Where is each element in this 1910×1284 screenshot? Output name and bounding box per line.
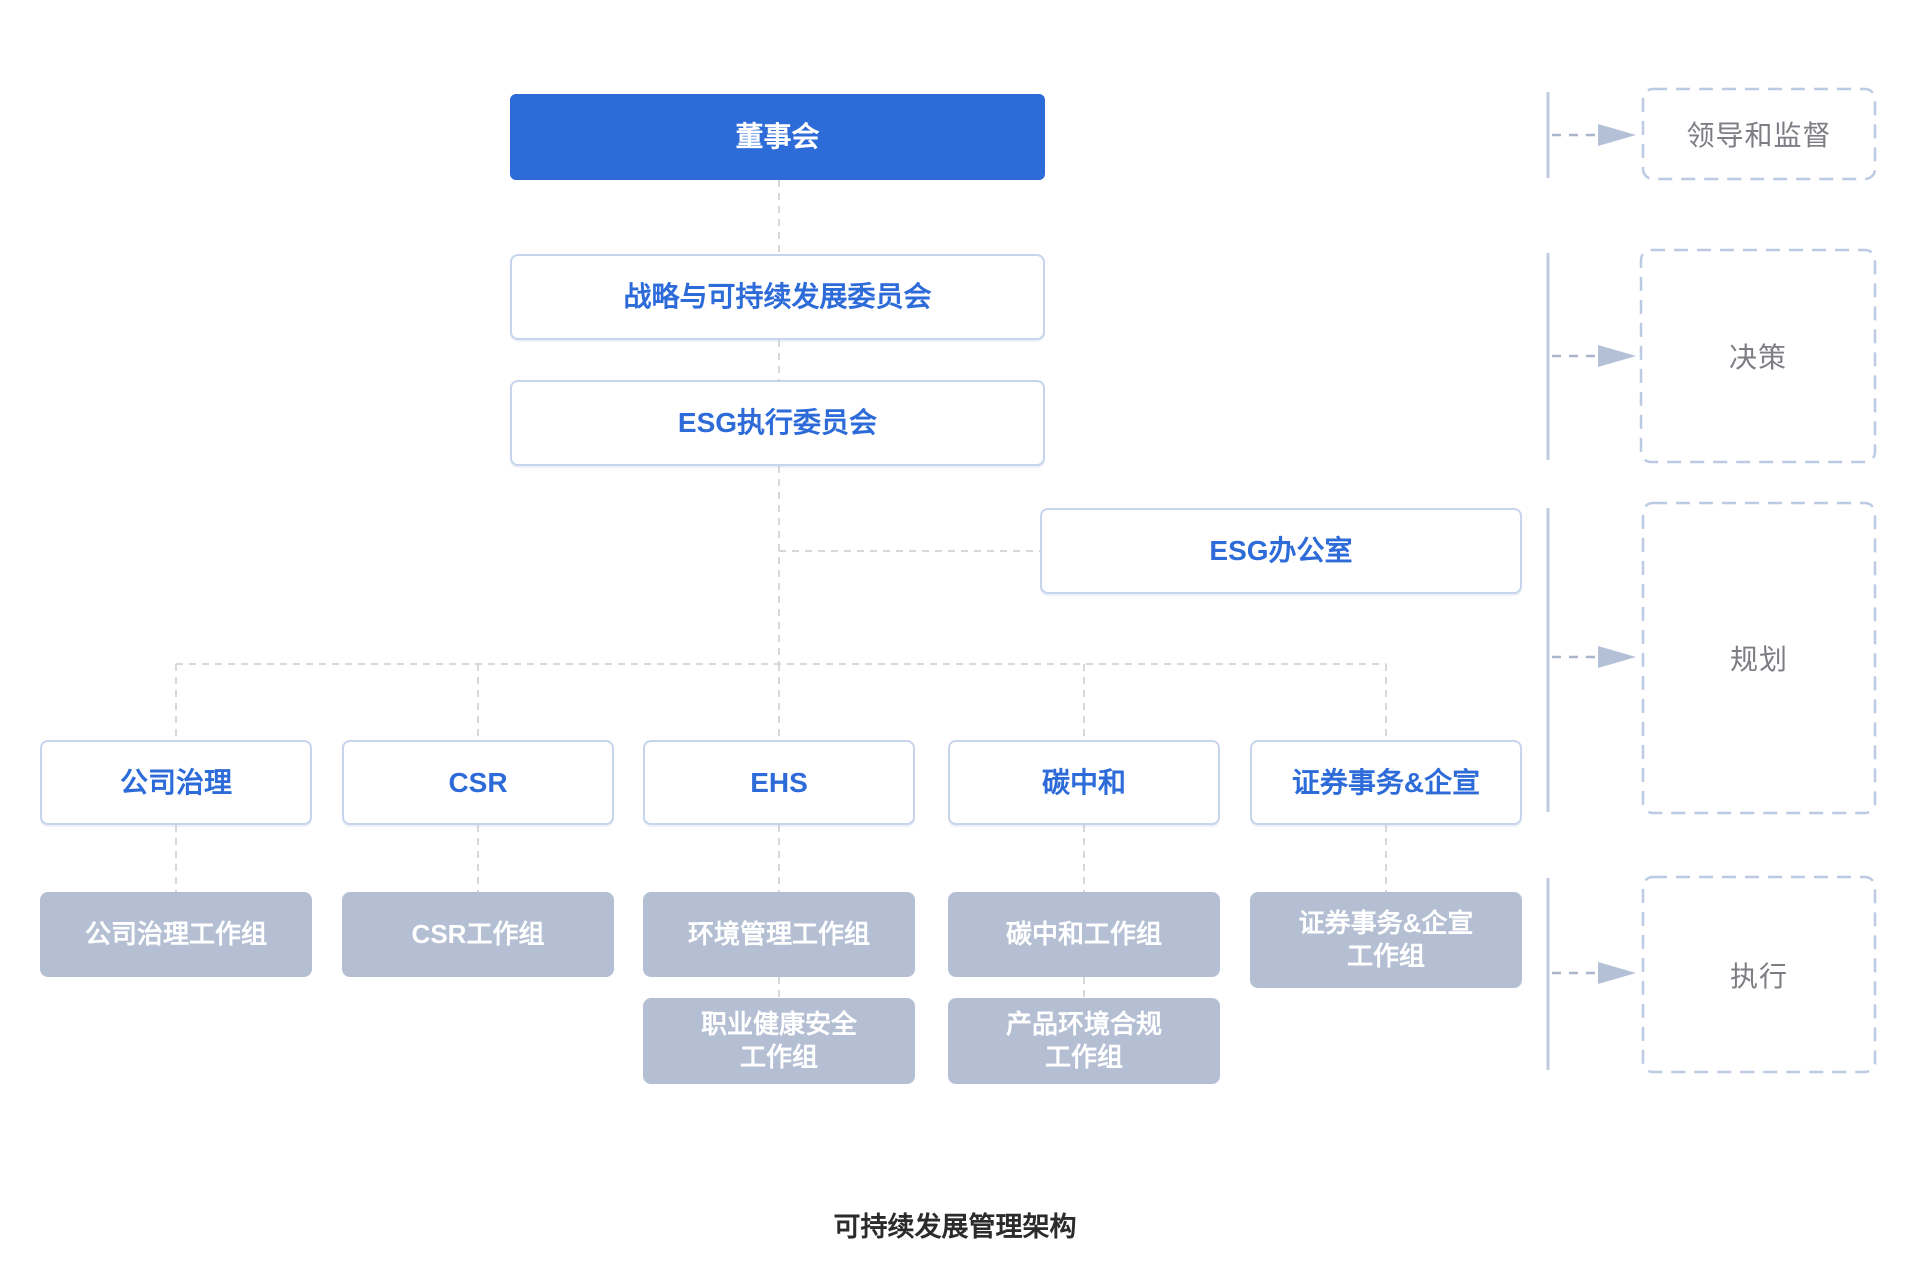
stage-box-execution: 执行 — [1729, 960, 1788, 992]
workgroup-box-product-compliance: 产品环境合规 工作组 — [948, 998, 1220, 1084]
stage-arrow-shafts — [1552, 133, 1598, 975]
committee-box-esg-exec: ESG执行委员会 — [510, 380, 1045, 466]
stage-box-leadership: 领导和监督 — [1686, 120, 1832, 151]
committee-box-strategy: 战略与可持续发展委员会 — [510, 254, 1045, 340]
workgroup-box-environment: 环境管理工作组 — [643, 892, 915, 977]
dept-box-csr: CSR — [342, 740, 614, 825]
workgroup-box-ohs: 职业健康安全 工作组 — [643, 998, 915, 1084]
stage-box-decision: 决策 — [1728, 342, 1787, 373]
stage-dashed-frames — [1639, 87, 1877, 1074]
arrow-right-icons — [1598, 124, 1636, 984]
workgroup-box-governance: 公司治理工作组 — [40, 892, 312, 977]
stage-box-planning: 规划 — [1729, 644, 1788, 675]
workgroup-box-carbon: 碳中和工作组 — [948, 892, 1220, 977]
dept-box-securities: 证券事务&企宣 — [1250, 740, 1522, 825]
dept-box-ehs: EHS — [643, 740, 915, 825]
chart-title: 可持续发展管理架构 — [833, 1212, 1077, 1242]
dept-box-governance: 公司治理 — [40, 740, 312, 825]
workgroup-box-csr: CSR工作组 — [342, 892, 614, 977]
esg-office-box: ESG办公室 — [1040, 508, 1522, 594]
tree-connectors — [175, 180, 1387, 998]
dept-box-carbon: 碳中和 — [948, 740, 1220, 825]
board-box: 董事会 — [510, 94, 1045, 180]
workgroup-box-securities: 证券事务&企宣 工作组 — [1250, 892, 1522, 988]
